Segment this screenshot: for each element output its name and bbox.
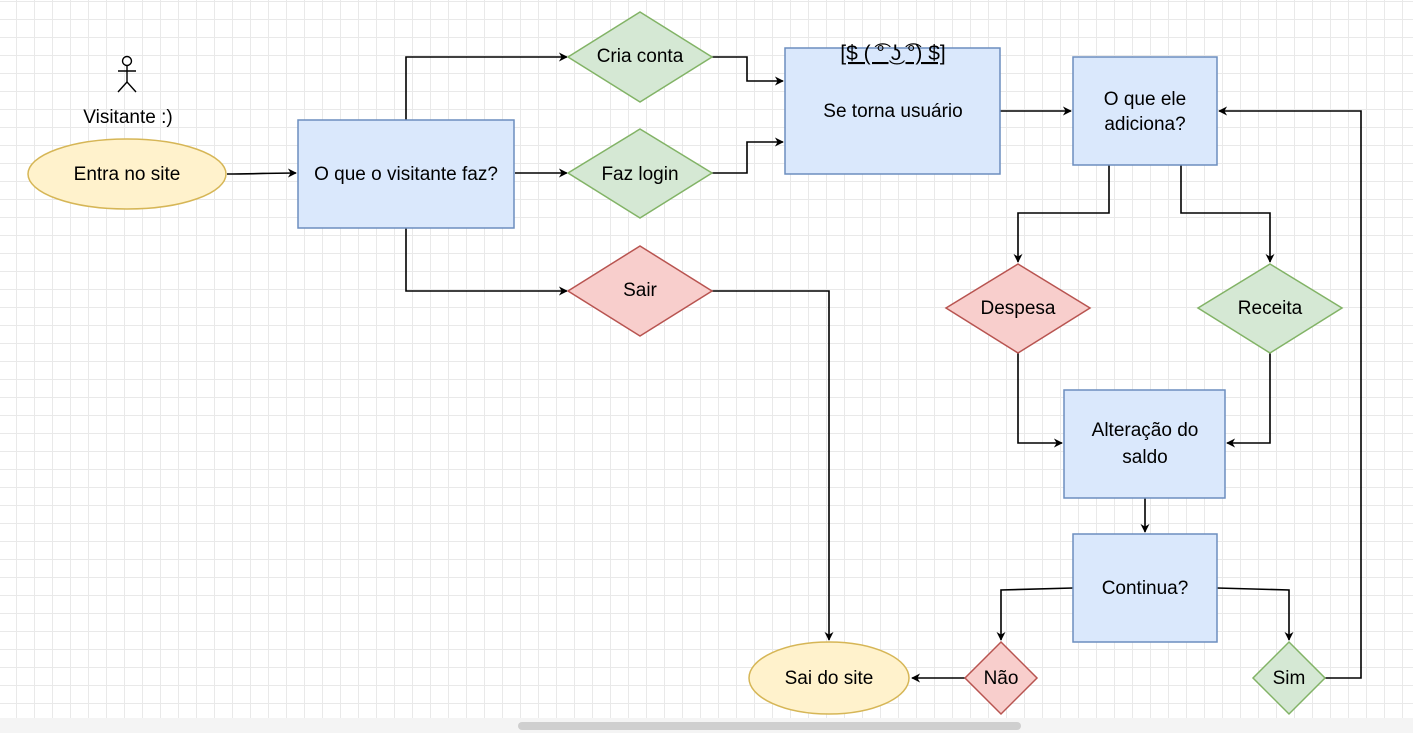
node-continua[interactable]: Continua? [1072,533,1218,643]
node-faz-login-label: Faz login [601,164,678,185]
node-se-torna-usuario-label: Se torna usuário [823,101,962,122]
node-sair-label: Sair [623,280,657,301]
edge-adiciona-to-despesa[interactable] [1013,165,1110,263]
scrollbar-thumb[interactable] [518,722,1021,730]
edge-continua-to-nao[interactable] [996,587,1074,641]
node-nao[interactable]: Não [963,640,1039,716]
node-despesa-label: Despesa [981,298,1056,319]
edge-sim-loop-to-adiciona[interactable] [1218,106,1362,679]
node-o-que-adiciona[interactable]: O que ele adiciona? [1072,56,1218,166]
node-o-que-adiciona-line1: O que ele [1104,89,1186,110]
node-sim-label: Sim [1273,668,1306,689]
node-sai-do-site[interactable]: Sai do site [748,641,910,715]
node-receita-label: Receita [1238,298,1303,319]
node-nao-label: Não [984,668,1019,689]
node-alteracao-line2: saldo [1122,447,1167,468]
node-se-torna-usuario[interactable]: [$ ( ͡° ͜ʖ ͡°) $] Se torna usuário [784,42,1001,175]
node-alteracao-line1: Alteração do [1092,420,1199,441]
node-sai-do-site-label: Sai do site [785,668,874,689]
edge-sair-to-sai-do-site[interactable] [712,290,834,641]
stick-figure-actor-icon [117,55,137,93]
edge-continua-to-sim[interactable] [1216,587,1294,641]
edge-cria-conta-to-se-torna[interactable] [712,56,784,86]
actor-visitante[interactable]: Visitante :) [83,55,173,129]
node-banner-text: [$ ( ͡° ͜ʖ ͡°) $] [840,42,945,65]
node-o-que-visitante-faz-label: O que o visitante faz? [314,164,498,185]
edge-receita-to-alteracao[interactable] [1226,353,1271,448]
node-entra-no-site[interactable]: Entra no site [27,138,227,210]
edges [226,52,1362,683]
edge-despesa-to-alteracao[interactable] [1017,353,1063,448]
edge-visitante-to-sair[interactable] [405,228,568,296]
node-cria-conta[interactable]: Cria conta [566,11,714,103]
node-o-que-adiciona-line2: adiciona? [1104,114,1185,135]
node-receita[interactable]: Receita [1196,263,1344,354]
node-sim[interactable]: Sim [1251,640,1327,716]
node-entra-no-site-label: Entra no site [74,164,181,185]
edge-faz-login-to-se-torna[interactable] [712,137,784,174]
edge-entra-to-visitante-faz[interactable] [226,168,297,178]
edge-visitante-to-cria-conta[interactable] [405,52,568,120]
horizontal-scrollbar[interactable] [0,718,1413,733]
actor-label: Visitante :) [83,107,172,128]
node-faz-login[interactable]: Faz login [566,128,714,219]
node-despesa[interactable]: Despesa [944,263,1092,354]
node-cria-conta-label: Cria conta [597,46,684,67]
node-continua-label: Continua? [1102,578,1189,599]
edge-adiciona-to-receita[interactable] [1180,165,1275,263]
node-o-que-visitante-faz[interactable]: O que o visitante faz? [297,119,515,229]
node-sair[interactable]: Sair [566,245,714,337]
node-alteracao-do-saldo[interactable]: Alteração do saldo [1063,389,1226,499]
